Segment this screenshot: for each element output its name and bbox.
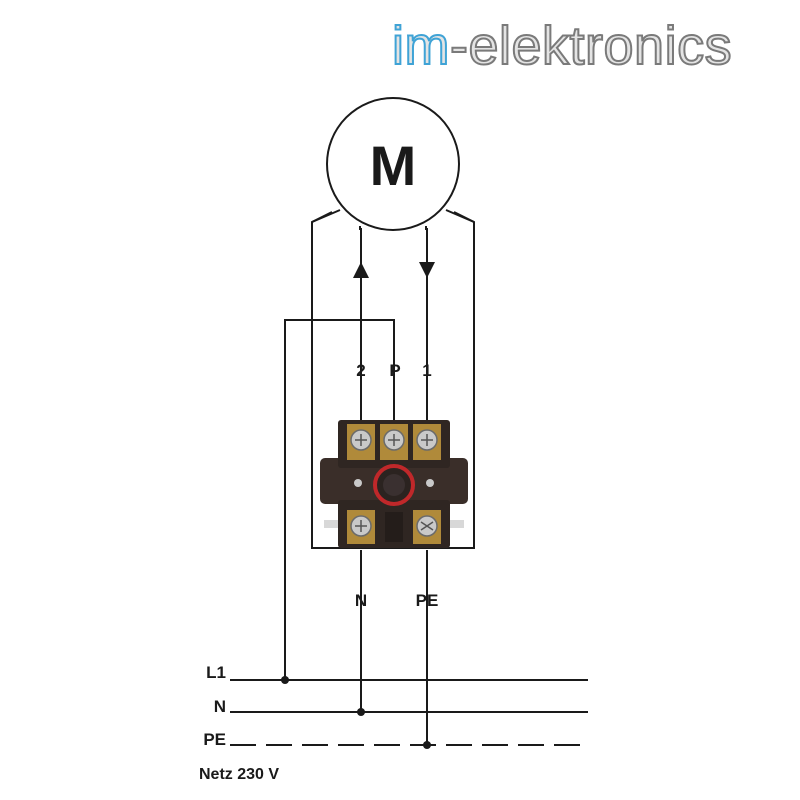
motor-wires bbox=[284, 228, 435, 745]
motor-shoulder-left bbox=[311, 211, 333, 223]
screw-bottom-pe bbox=[413, 510, 441, 544]
logo: im-elektronics bbox=[391, 15, 733, 77]
screw-top-2 bbox=[347, 424, 375, 460]
screw-top-1 bbox=[413, 424, 441, 460]
body-screw-left bbox=[354, 479, 362, 487]
motor-shoulder-right bbox=[453, 211, 475, 223]
line-label-l1: L1 bbox=[206, 663, 226, 682]
motor: M bbox=[311, 97, 475, 549]
arrow-up-icon bbox=[353, 262, 369, 278]
mount-tab-left bbox=[324, 520, 338, 528]
logo-text: im-elektronics bbox=[392, 16, 732, 76]
network-label: Netz 230 V bbox=[199, 766, 279, 783]
logo-prefix: im bbox=[392, 16, 450, 76]
junction-n bbox=[357, 708, 365, 716]
terminal-label-1: 1 bbox=[422, 361, 431, 380]
terminal-label-2: 2 bbox=[356, 361, 365, 380]
line-label-n: N bbox=[214, 697, 226, 716]
wire-terminal-p bbox=[284, 319, 395, 680]
junction-l1 bbox=[281, 676, 289, 684]
switch-knob-center bbox=[383, 474, 405, 496]
mount-tab-right bbox=[450, 520, 464, 528]
line-label-pe: PE bbox=[203, 730, 226, 749]
motor-circle bbox=[326, 97, 460, 231]
screw-top-p bbox=[380, 424, 408, 460]
junction-pe bbox=[423, 741, 431, 749]
terminal-label-n: N bbox=[355, 591, 367, 610]
terminal-label-p: P bbox=[389, 361, 400, 380]
switch-center-slot bbox=[385, 512, 403, 542]
motor-label: M bbox=[370, 134, 417, 197]
pump-switch bbox=[320, 420, 468, 548]
screw-bottom-n bbox=[347, 510, 375, 544]
terminal-label-pe: PE bbox=[416, 591, 439, 610]
body-screw-right bbox=[426, 479, 434, 487]
supply-lines: L1 N PE Netz 230 V bbox=[199, 663, 588, 783]
arrow-down-icon bbox=[419, 262, 435, 278]
logo-rest: -elektronics bbox=[450, 16, 732, 76]
